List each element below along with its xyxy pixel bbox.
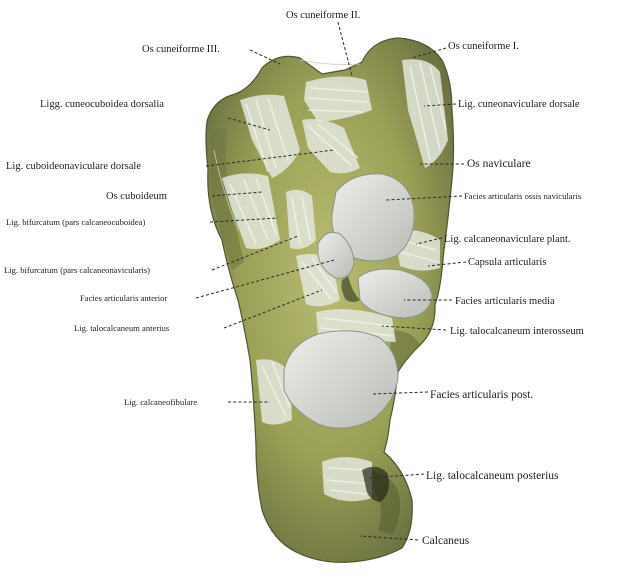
label-ligg-cuneocuboidea: Ligg. cuneocuboidea dorsalia bbox=[40, 99, 164, 110]
label-facies-media: Facies articularis media bbox=[455, 296, 555, 307]
label-os-cuneiforme-1: Os cuneiforme I. bbox=[448, 41, 519, 52]
label-lig-cuneonaviculare: Lig. cuneonaviculare dorsale bbox=[458, 99, 580, 110]
label-calcaneus: Calcaneus bbox=[422, 535, 470, 547]
leader-calcaneus bbox=[359, 535, 419, 541]
facies-anterior-surface bbox=[317, 231, 355, 279]
labels: Os cuneiforme II. Os cuneiforme III. Os … bbox=[4, 10, 584, 547]
leader-os-cuneiforme-2 bbox=[337, 21, 353, 77]
leader-ligg-cuneocuboidea bbox=[227, 117, 271, 131]
label-lig-bifurcatum-cc: Lig. bifurcatum (pars calcaneocuboidea) bbox=[6, 217, 145, 227]
shadow-heel bbox=[360, 469, 400, 535]
leader-os-cuneiforme-3 bbox=[249, 49, 281, 65]
leader-lig-talocalc-posterius bbox=[367, 473, 425, 479]
label-capsula: Capsula articularis bbox=[468, 257, 546, 268]
label-facies-navicularis: Facies articularis ossis navicularis bbox=[464, 191, 582, 201]
label-lig-calcaneonaviculare: Lig. calcaneonaviculare plant. bbox=[444, 234, 571, 245]
leader-capsula bbox=[427, 261, 467, 267]
label-facies-anterior: Facies articularis anterior bbox=[80, 293, 167, 303]
label-os-cuneiforme-2: Os cuneiforme II. bbox=[286, 10, 360, 21]
leader-lig-bifurcatum-cc bbox=[209, 217, 279, 223]
leader-lig-talocalc-interosseum bbox=[381, 325, 447, 331]
leader-facies-post bbox=[371, 391, 429, 395]
label-lig-talocalc-anterius: Lig. talocalcaneum anterius bbox=[74, 323, 170, 333]
leader-lig-cuneonaviculare bbox=[423, 103, 457, 107]
articular-surfaces bbox=[283, 173, 433, 502]
talus-notch bbox=[341, 276, 360, 302]
label-lig-cuboideonaviculare: Lig. cuboideonaviculare dorsale bbox=[6, 161, 141, 172]
label-lig-calcaneofibulare: Lig. calcaneofibulare bbox=[124, 397, 197, 407]
label-lig-talocalc-posterius: Lig. talocalcaneum posterius bbox=[426, 470, 559, 482]
leader-lig-talocalc-anterius bbox=[223, 289, 323, 329]
label-os-cuneiforme-3: Os cuneiforme III. bbox=[142, 44, 220, 55]
label-facies-post: Facies articularis post. bbox=[430, 389, 533, 401]
posterior-recess bbox=[362, 466, 389, 502]
label-lig-bifurcatum-cn: Lig. bifurcatum (pars calcaneonaviculari… bbox=[4, 265, 150, 275]
shadow-post bbox=[390, 330, 420, 372]
leader-facies-navicularis bbox=[385, 195, 463, 201]
facies-media-surface bbox=[357, 268, 433, 319]
label-os-naviculare: Os naviculare bbox=[467, 158, 531, 170]
leader-os-cuboideum bbox=[211, 191, 263, 197]
leader-lig-calcaneonaviculare bbox=[415, 237, 443, 245]
label-lig-talocalc-interosseum: Lig. talocalcaneum interosseum bbox=[450, 326, 584, 337]
label-os-cuboideum: Os cuboideum bbox=[106, 191, 167, 202]
facies-post-surface bbox=[283, 330, 399, 429]
leader-lines bbox=[195, 21, 467, 541]
leader-os-cuneiforme-1 bbox=[411, 47, 447, 59]
leader-lig-cuboideonaviculare bbox=[205, 149, 335, 167]
